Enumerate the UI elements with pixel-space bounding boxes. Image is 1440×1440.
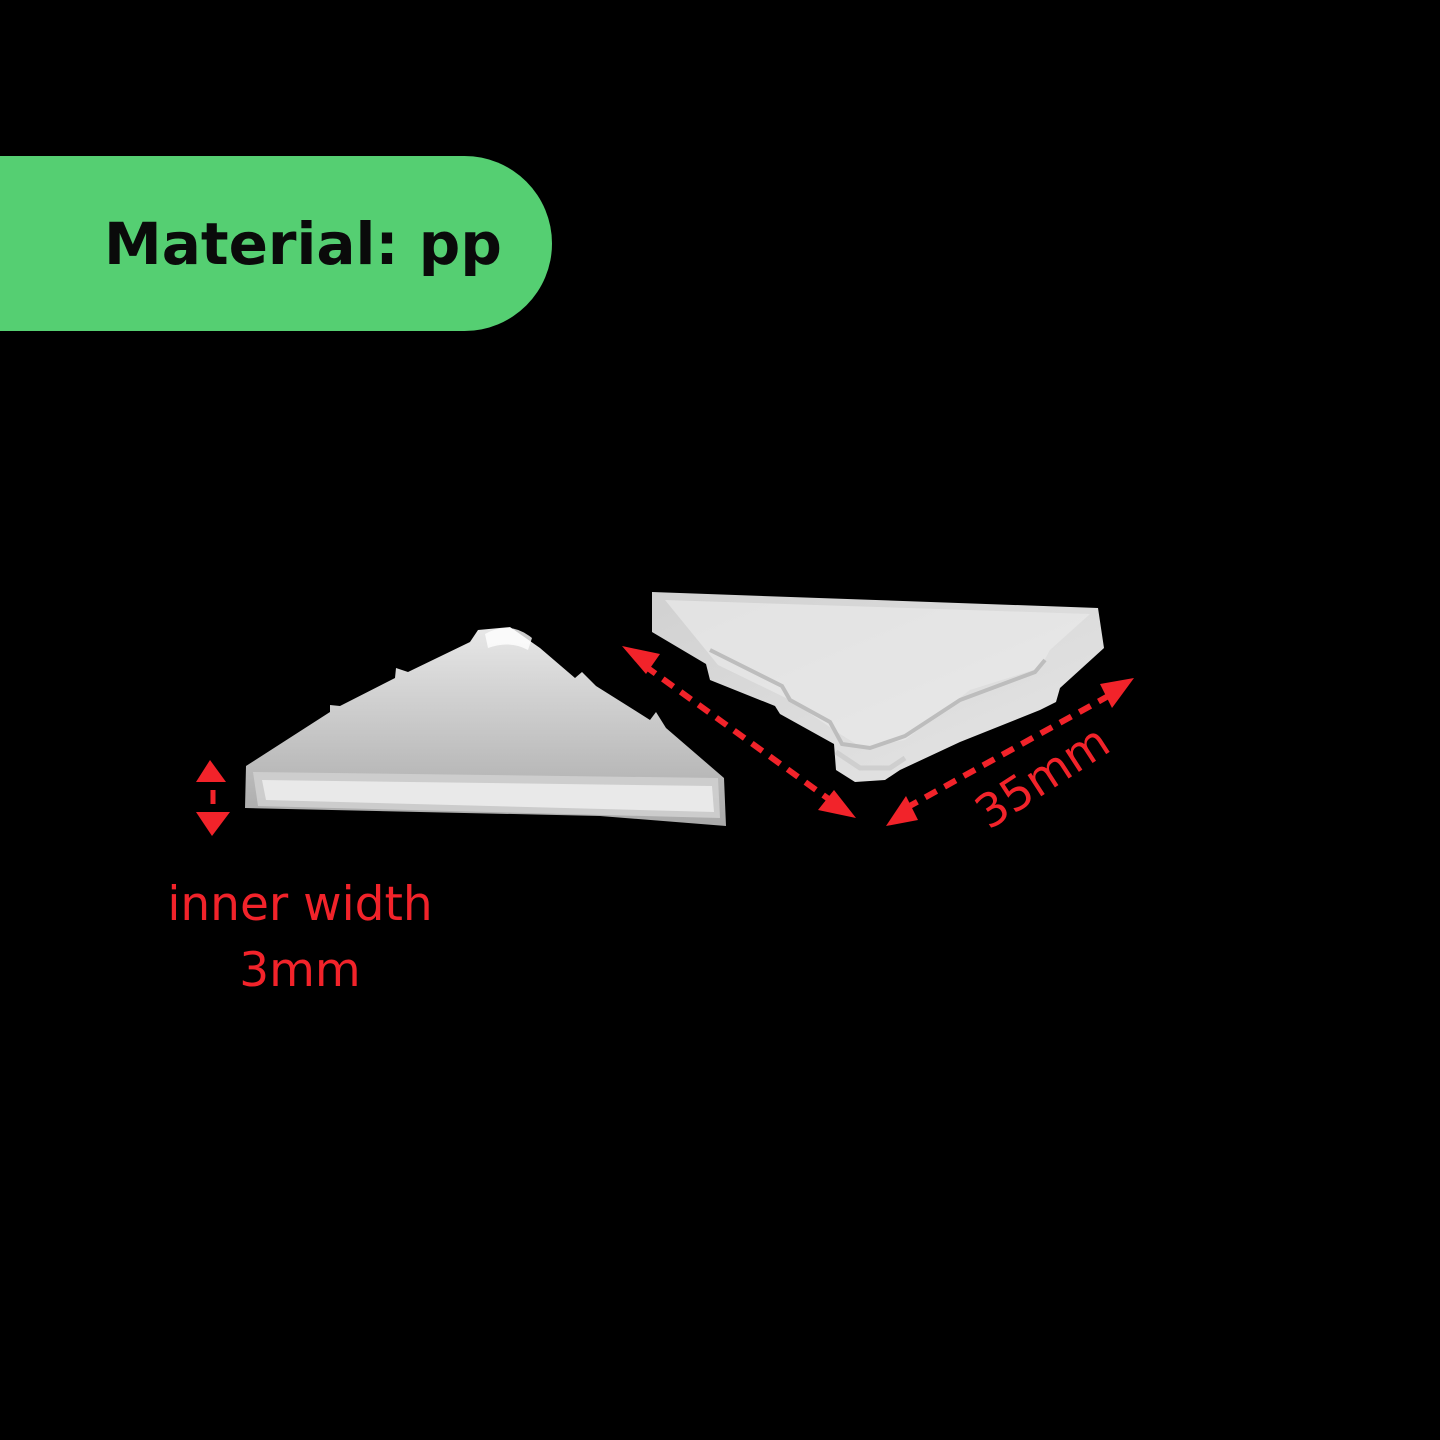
right-corner-protector bbox=[652, 592, 1104, 782]
length-arrow-right bbox=[886, 678, 1134, 826]
inner-width-label: inner width 3mm bbox=[150, 872, 450, 1004]
length-arrow-left bbox=[622, 646, 856, 818]
left-corner-protector bbox=[245, 627, 726, 826]
inner-width-value: 3mm bbox=[239, 943, 361, 998]
inner-width-text: inner width bbox=[167, 877, 433, 932]
material-badge: Material: pp bbox=[0, 156, 552, 331]
material-label: Material: pp bbox=[104, 209, 502, 278]
inner-width-arrow bbox=[196, 760, 230, 836]
